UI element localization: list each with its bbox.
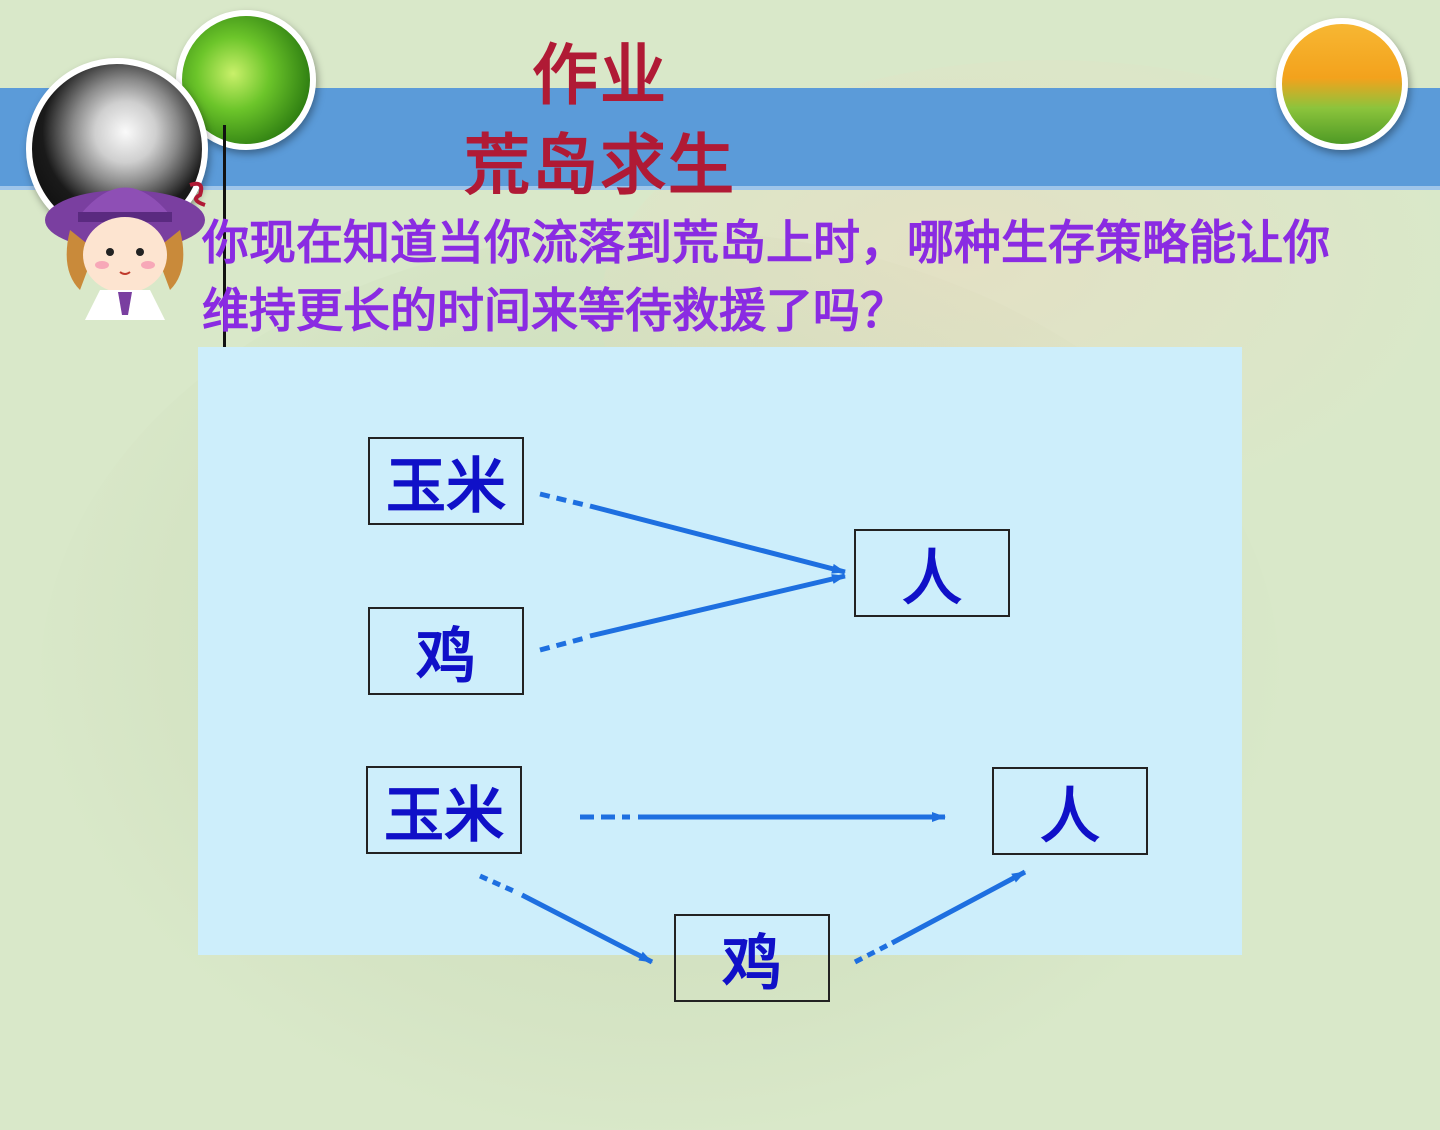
- node-person-2: 人: [992, 767, 1148, 855]
- page-title: 作业: [532, 37, 668, 114]
- arrow-corn2-to-chicken: [520, 892, 654, 965]
- tulip-photo-icon: [1276, 18, 1408, 150]
- node-chicken-2: 鸡: [674, 914, 830, 1002]
- header-band-line: [0, 186, 1440, 190]
- arrow-corn2-to-chicken-dash: [478, 873, 520, 896]
- arrow-corn-to-person: [589, 503, 846, 575]
- arrow-chicken2-to-person: [890, 869, 1027, 946]
- arrow-chicken-to-person-dash: [539, 635, 586, 653]
- divider-line: [223, 125, 226, 347]
- page-subtitle: 荒岛求生: [464, 127, 736, 204]
- cartoon-girl-icon: [45, 181, 206, 320]
- question-text: 你现在知道当你流落到荒岛上时，哪种生存策略能让你维持更长的时间来等待救援了吗？: [202, 216, 1330, 339]
- food-chain-arrows: [478, 491, 1027, 965]
- node-corn-2: 玉米: [366, 766, 522, 854]
- arrow-corn-to-person-dash: [539, 491, 586, 508]
- arrow-chicken-to-person: [589, 573, 846, 639]
- node-corn-1: 玉米: [368, 437, 524, 525]
- node-person-1: 人: [854, 529, 1010, 617]
- node-chicken-1: 鸡: [368, 607, 524, 695]
- arrow-chicken2-to-person-dash: [853, 942, 890, 965]
